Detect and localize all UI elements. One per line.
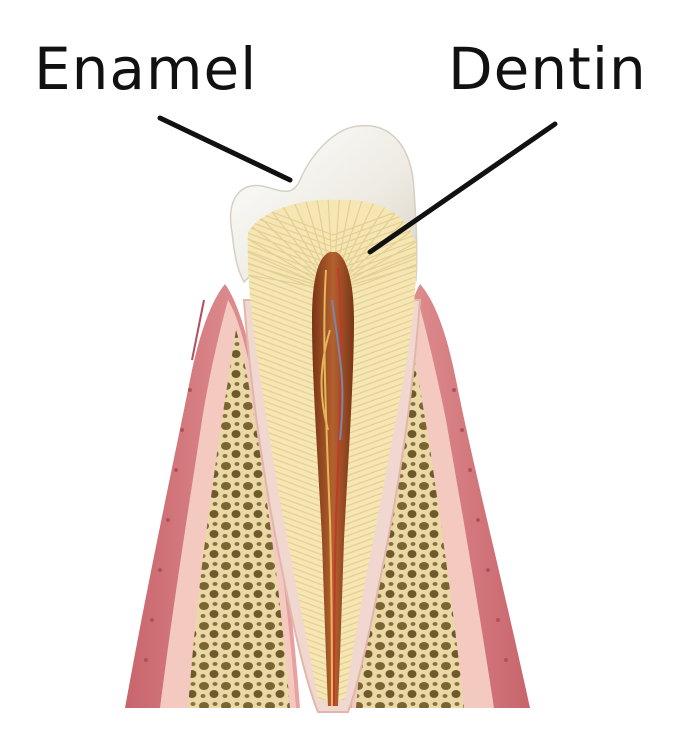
enamel-leader-line bbox=[160, 118, 290, 180]
enamel-label: Enamel bbox=[34, 40, 257, 98]
dentin-label: Dentin bbox=[448, 40, 647, 98]
